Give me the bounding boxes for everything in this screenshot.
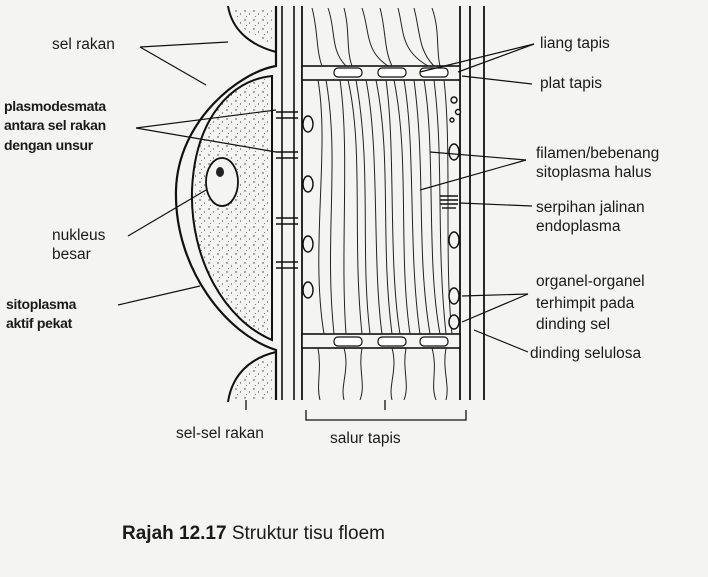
label-sitoplasma-1: sitoplasma [6, 296, 77, 312]
label-plasmodesmata-2: antara sel rakan [4, 117, 106, 133]
label-organel-1: organel-organel [536, 273, 645, 290]
label-braces [245, 400, 467, 421]
label-dinding-selulosa: dinding selulosa [530, 345, 642, 362]
label-organel-2: terhimpit pada [536, 295, 635, 312]
label-filamen-2: sitoplasma halus [536, 164, 652, 181]
cytoplasmic-filaments [311, 7, 453, 401]
leader-lines [117, 41, 535, 353]
label-serpihan-2: endoplasma [536, 218, 621, 235]
label-salur-tapis: salur tapis [330, 430, 401, 447]
label-sel-rakan: sel rakan [52, 36, 115, 53]
nucleus [205, 157, 239, 207]
label-filamen-1: filamen/bebenang [536, 145, 660, 162]
label-organel-3: dinding sel [536, 316, 611, 333]
caption-text: Struktur tisu floem [231, 523, 385, 544]
sieve-plate-top [301, 65, 461, 81]
label-liang-tapis: liang tapis [540, 35, 610, 52]
label-sel-sel-rakan: sel-sel rakan [176, 425, 264, 442]
shared-wall [276, 6, 298, 400]
caption-number: Rajah 12.17 [122, 523, 227, 544]
label-nukleus-2: besar [52, 246, 91, 263]
label-plat-tapis: plat tapis [540, 75, 603, 92]
companion-cell [174, 5, 278, 403]
figure-caption: Rajah 12.17 Struktur tisu floem [122, 523, 385, 545]
endoplasmic-reticulum [440, 195, 458, 209]
label-plasmodesmata-1: plasmodesmata [4, 98, 106, 114]
label-sitoplasma-2: aktif pekat [6, 315, 72, 331]
label-plasmodesmata-3: dengan unsur [4, 137, 93, 153]
label-serpihan-1: serpihan jalinan [536, 199, 645, 216]
organelles [302, 96, 462, 330]
sieve-plate-bottom [301, 333, 461, 349]
label-nukleus-1: nukleus [52, 227, 106, 244]
